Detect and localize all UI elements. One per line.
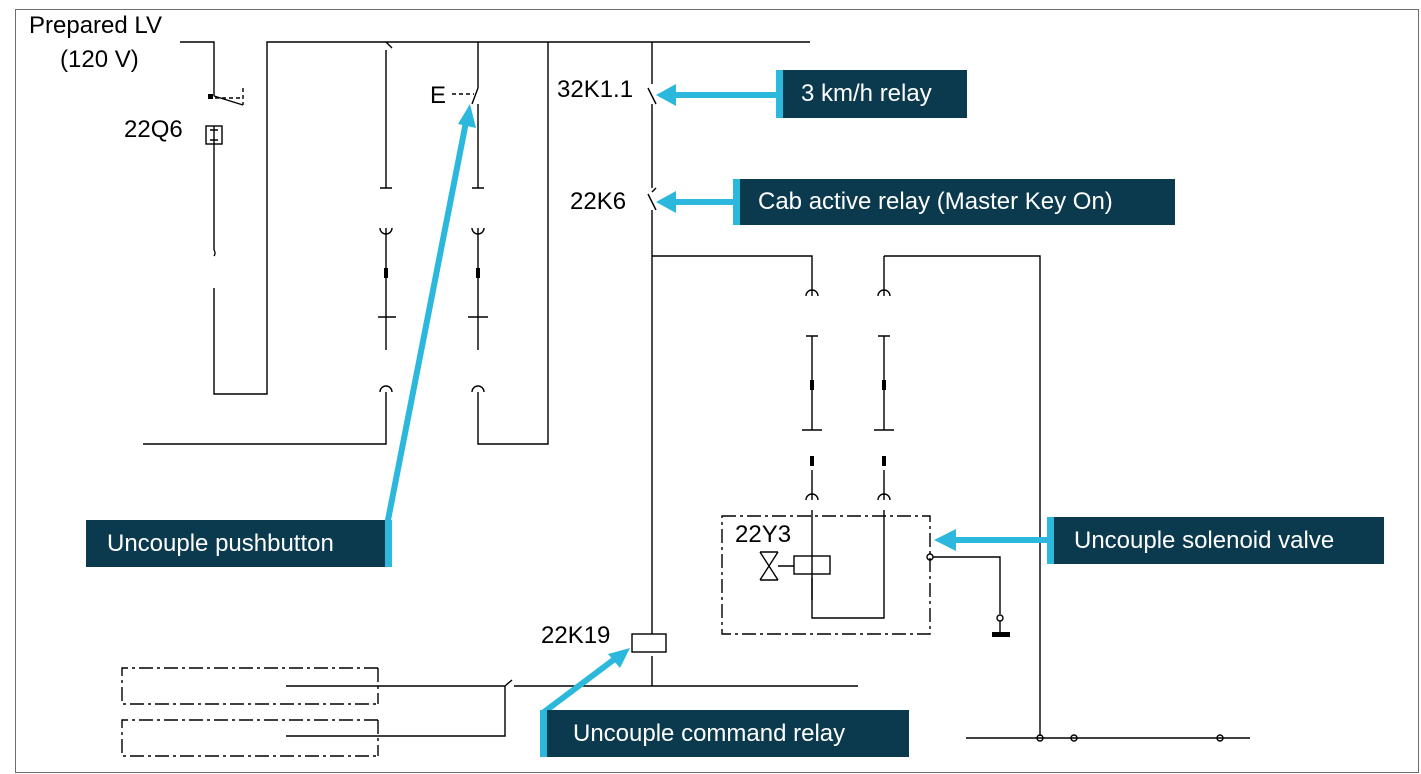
supply-label: Prepared LV <box>29 12 162 39</box>
callout-cab-relay: Cab active relay (Master Key On) <box>733 179 1175 225</box>
wire-pushbutton-column <box>471 42 549 445</box>
arrow-command-relay <box>541 655 619 715</box>
wire-lower-horizontal <box>286 679 858 687</box>
callout-cab-relay-text: Cab active relay (Master Key On) <box>758 188 1113 215</box>
callout-command-relay-text: Uncouple command relay <box>573 719 846 747</box>
wire-solenoid-return <box>811 255 1041 736</box>
cab-relay-contact-label: 22K6 <box>570 188 627 215</box>
arrow-pushbutton <box>385 119 469 523</box>
wire-column-1 <box>143 41 393 445</box>
pushbutton-tag-label: E <box>430 82 447 109</box>
callout-speed-relay: 3 km/h relay <box>776 70 967 118</box>
speed-relay-contact-label: 32K1.1 <box>557 76 634 103</box>
solenoid-coil-symbol <box>793 555 831 575</box>
wire-breaker-branch <box>180 41 215 96</box>
breaker-label: 22Q6 <box>124 116 183 143</box>
solenoid-label: 22Y3 <box>735 521 792 548</box>
command-relay-coil-symbol <box>631 633 667 653</box>
solenoid-enclosure <box>721 515 931 635</box>
wire-ground <box>933 556 1001 614</box>
callout-solenoid: Uncouple solenoid valve <box>1047 517 1384 564</box>
breaker-mechanical-link <box>208 88 244 105</box>
dashed-box-lower <box>121 719 379 757</box>
command-relay-coil-label: 22K19 <box>541 622 611 649</box>
solenoid-valve-symbol <box>759 551 794 581</box>
callout-solenoid-text: Uncouple solenoid valve <box>1074 526 1335 554</box>
callout-pushbutton: Uncouple pushbutton <box>86 520 392 567</box>
callout-command-relay: Uncouple command relay <box>540 710 909 757</box>
wire-solenoid-branch <box>652 255 813 600</box>
wire-main-column <box>647 42 657 686</box>
callout-pushbutton-text: Uncouple pushbutton <box>107 529 334 557</box>
callout-speed-relay-text: 3 km/h relay <box>801 80 932 107</box>
supply-voltage-label: (120 V) <box>60 46 139 73</box>
dashed-box-upper <box>121 667 379 705</box>
diagram-frame <box>15 9 1419 773</box>
